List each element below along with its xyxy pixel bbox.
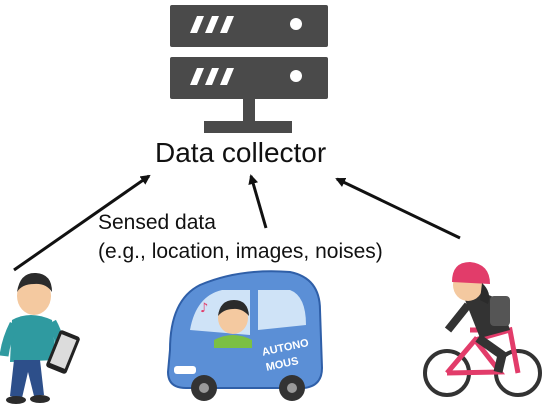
server-icon	[170, 5, 328, 133]
arrow-car	[248, 174, 268, 229]
svg-text:♪: ♪	[200, 301, 208, 316]
arrows	[13, 174, 461, 272]
sensed-data-label: Sensed data	[98, 211, 216, 234]
walking-person-icon	[0, 272, 80, 404]
arrow-walker	[13, 174, 151, 272]
sensed-data-examples: (e.g., location, images, noises)	[98, 240, 383, 263]
autonomous-car-icon: ♪ AUTONO MOUS	[166, 270, 324, 401]
data-collector-label: Data collector	[155, 137, 327, 168]
arrow-cyclist	[335, 177, 461, 240]
cyclist-icon	[423, 262, 542, 397]
